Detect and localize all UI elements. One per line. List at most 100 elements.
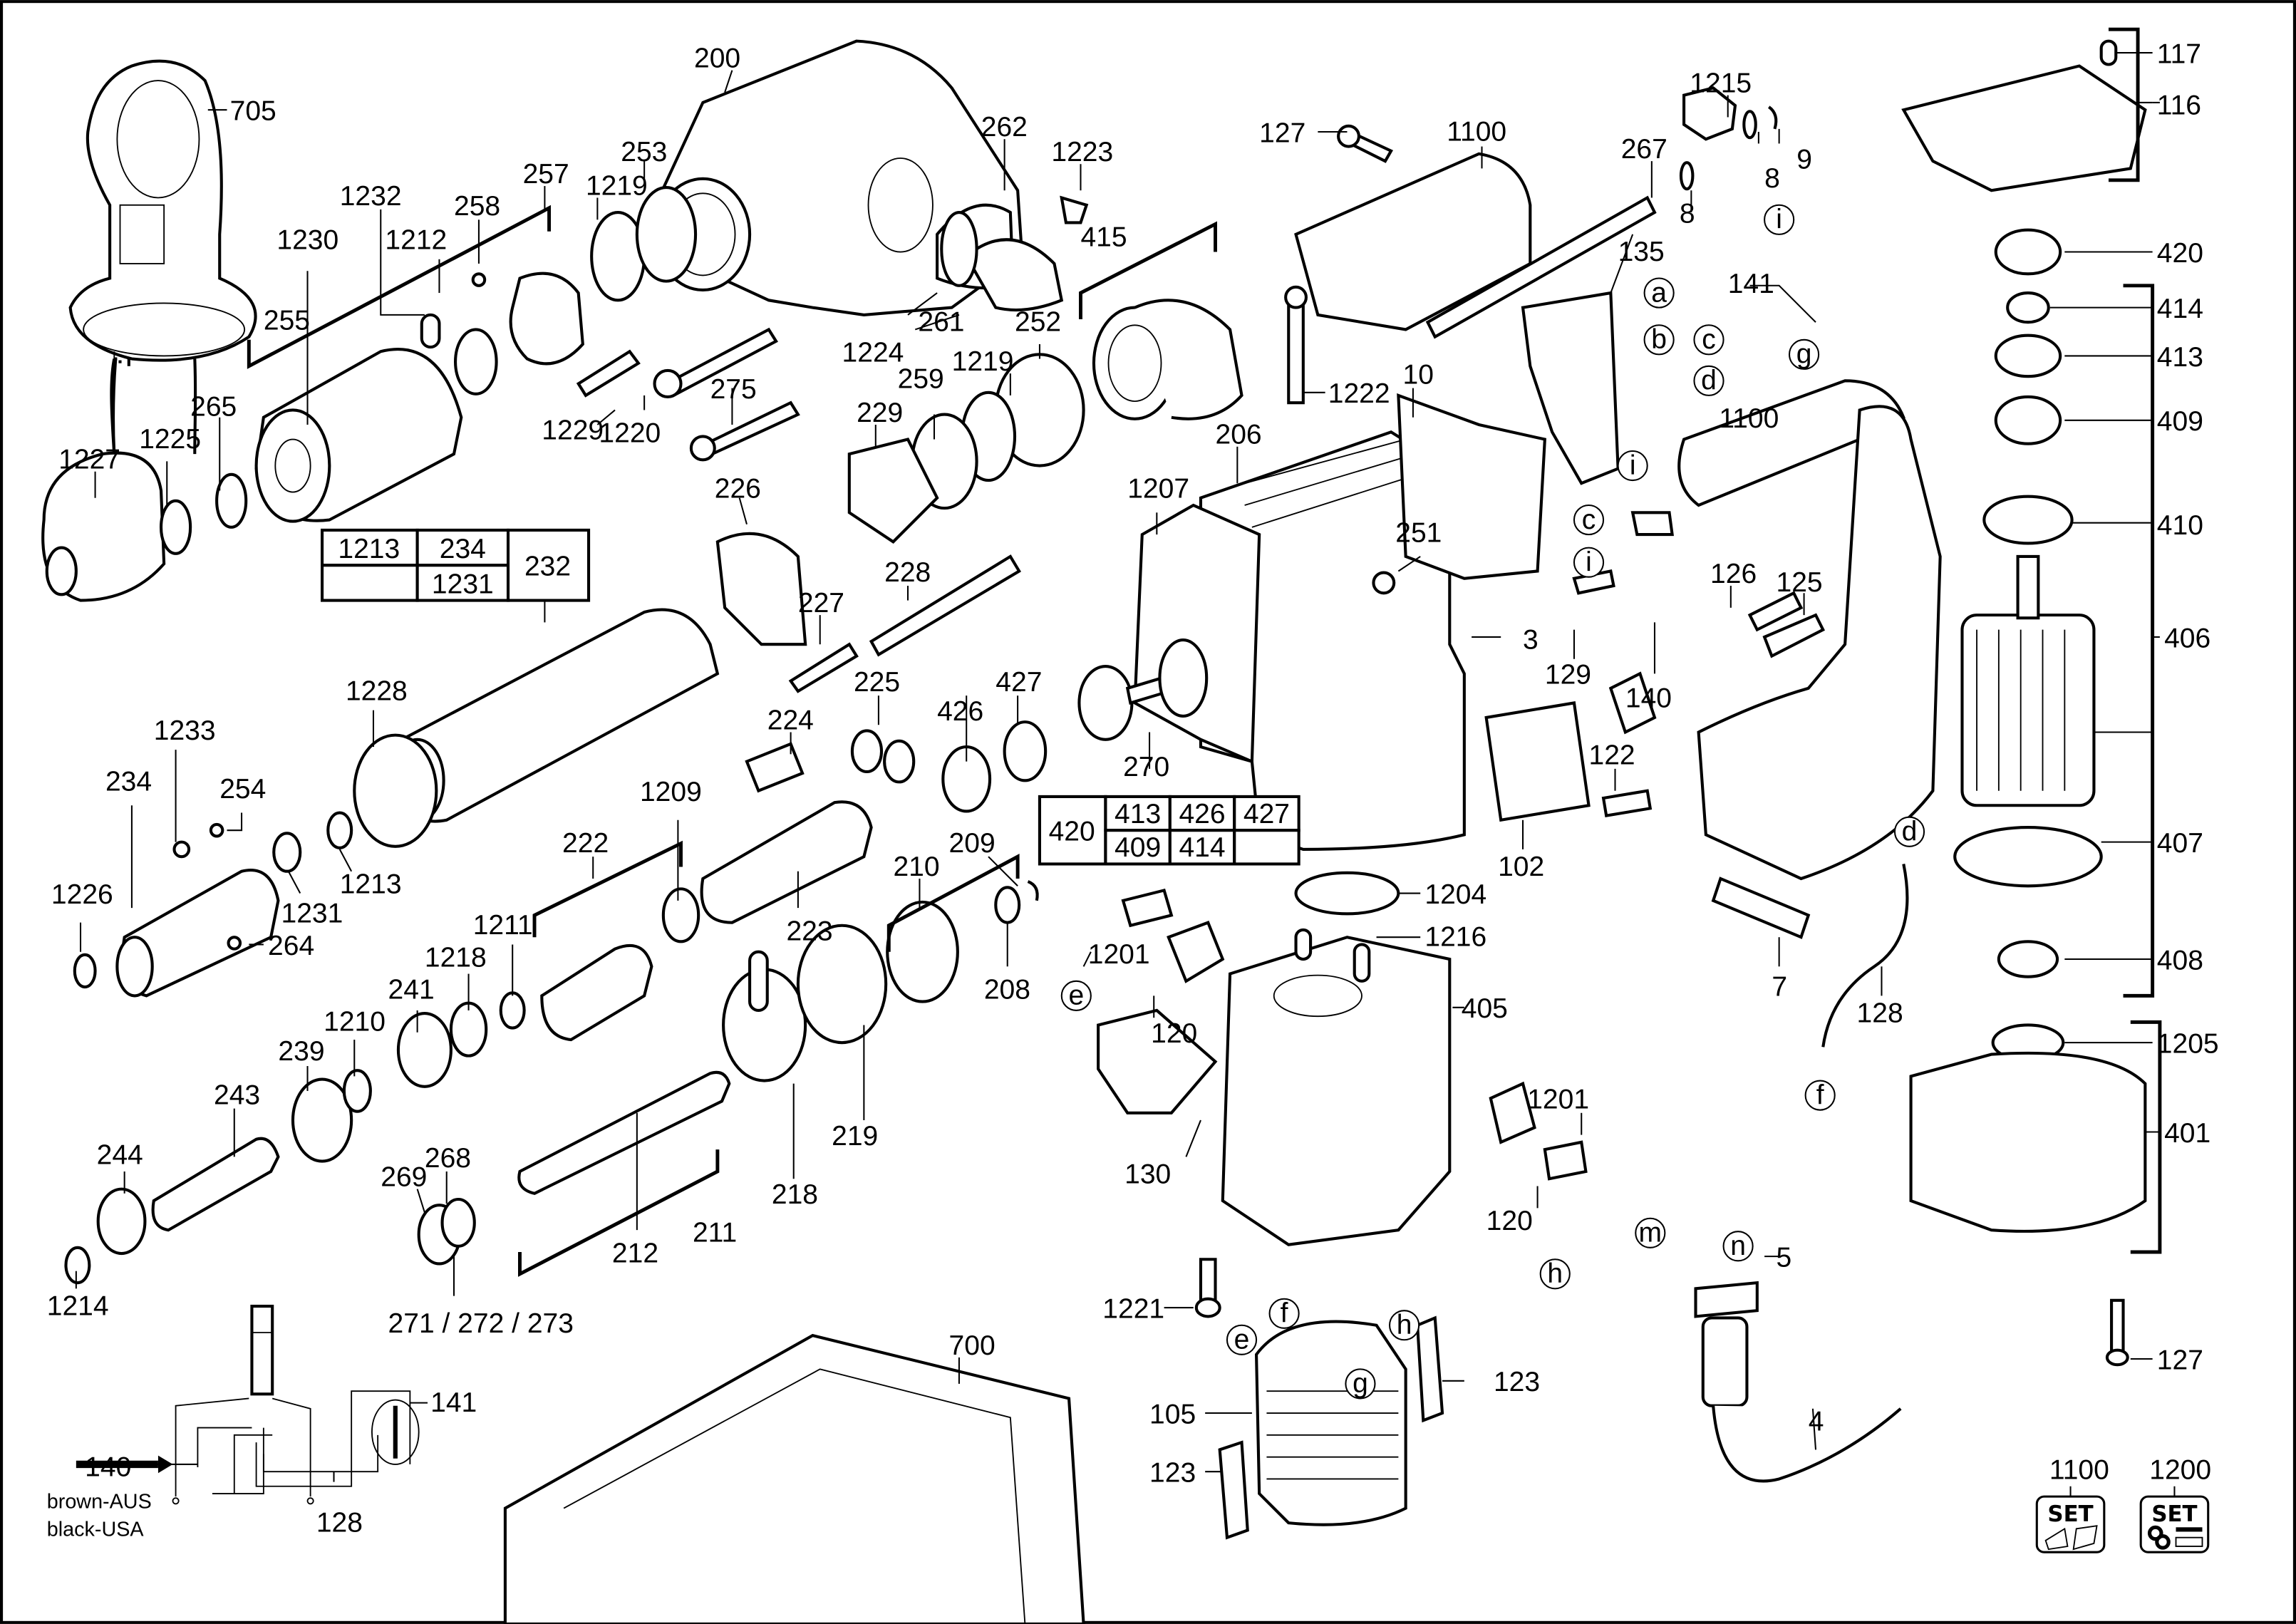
- wiring-note-black-usa: black-USA: [47, 1519, 145, 1541]
- motor-housing-206: [1199, 430, 1466, 851]
- connector-e-left: e: [1060, 981, 1092, 1011]
- callout-219: 219: [832, 1121, 878, 1152]
- kit-232-label: 232: [524, 552, 571, 582]
- svg-text:d: d: [1902, 817, 1918, 847]
- callout-200: 200: [694, 43, 740, 74]
- callout-1100a: 1100: [1447, 116, 1506, 147]
- brush-1201a: [1121, 888, 1174, 928]
- ring-241: [396, 1011, 453, 1088]
- ring-1226: [73, 953, 97, 989]
- connector-i-low: i: [1573, 547, 1605, 578]
- set-1200-number: 1200: [2149, 1454, 2211, 1485]
- screw-1223: [1060, 195, 1089, 224]
- svg-text:e: e: [1234, 1325, 1250, 1355]
- piston-222: [540, 944, 653, 1042]
- svg-text:i: i: [1630, 450, 1636, 481]
- callout-268: 268: [425, 1143, 471, 1174]
- motor-cap-401: [1909, 1051, 2147, 1233]
- set-badge-1200: 1200 SET: [2139, 1454, 2211, 1553]
- lever-226: [715, 532, 807, 646]
- ring-1225: [159, 499, 192, 555]
- callout-1231: 1231: [281, 899, 343, 929]
- callout-1221: 1221: [1102, 1293, 1164, 1324]
- callout-105: 105: [1149, 1399, 1196, 1429]
- bracket-210: [886, 854, 1020, 952]
- callout-1207: 1207: [1127, 474, 1189, 505]
- callout-427: 427: [996, 667, 1042, 698]
- clip-9: [1767, 105, 1778, 130]
- callout-135: 135: [1618, 237, 1665, 267]
- leader-lines: [75, 52, 2160, 1473]
- block-1215: [1682, 86, 1737, 141]
- bracket-406: [2123, 284, 2155, 998]
- callout-120a: 120: [1151, 1018, 1197, 1049]
- callout-241: 241: [388, 974, 435, 1005]
- callout-7: 7: [1772, 971, 1787, 1002]
- connector-h-coil: h: [1389, 1310, 1420, 1341]
- oring-1228: [353, 733, 438, 848]
- svg-text:b: b: [1651, 324, 1667, 355]
- spring-227: [788, 642, 859, 693]
- callout-408: 408: [2157, 945, 2203, 976]
- lead-128: [1821, 864, 1909, 1048]
- ball-258: [471, 272, 487, 287]
- ring-225a: [850, 729, 884, 774]
- screw-1222: [1287, 299, 1305, 405]
- callout-1222: 1222: [1328, 378, 1390, 409]
- svg-text:c: c: [1582, 505, 1596, 535]
- callout-234: 234: [105, 767, 152, 797]
- callout-410: 410: [2157, 510, 2203, 541]
- plate-229: [847, 438, 939, 544]
- callout-1220: 1220: [599, 418, 661, 449]
- carry-case-700: [503, 1333, 1085, 1624]
- callout-206: 206: [1216, 420, 1262, 450]
- callout-208: 208: [984, 974, 1030, 1005]
- callout-257: 257: [523, 159, 569, 190]
- callout-251: 251: [1395, 517, 1442, 548]
- callout-275: 275: [710, 374, 757, 405]
- callout-413: 413: [2157, 342, 2203, 373]
- callout-1233: 1233: [154, 715, 216, 746]
- wiring-label-140: 140: [85, 1452, 131, 1482]
- shaft-267: [1425, 195, 1657, 339]
- callout-262: 262: [981, 112, 1028, 143]
- svg-text:n: n: [1730, 1231, 1746, 1261]
- callout-243: 243: [214, 1080, 260, 1110]
- kit-232-cell-1213: 1213: [338, 534, 400, 564]
- plate-102: [1484, 701, 1591, 822]
- callout-211: 211: [693, 1218, 737, 1248]
- callout-1210: 1210: [324, 1007, 386, 1038]
- striker-234: [115, 869, 280, 998]
- callout-209: 209: [949, 828, 996, 859]
- connector-f-coil: f: [1268, 1298, 1300, 1329]
- callout-420: 420: [2157, 238, 2203, 269]
- callout-1219b: 1219: [952, 346, 1014, 377]
- callout-258: 258: [454, 191, 500, 222]
- callout-1232: 1232: [340, 181, 402, 212]
- callout-210: 210: [893, 852, 939, 882]
- callout-229: 229: [857, 398, 903, 428]
- callout-126: 126: [1710, 559, 1757, 589]
- kit-420-cell-414: 414: [1179, 832, 1225, 863]
- ring-225b: [883, 739, 916, 784]
- callout-212: 212: [612, 1238, 658, 1268]
- brush-holder-120b: [1489, 1081, 1536, 1144]
- nut-257: [509, 271, 584, 366]
- set-badge-1100: 1100 SET: [2035, 1454, 2109, 1553]
- connector-c-top: c: [1693, 324, 1724, 356]
- callout-409: 409: [2157, 406, 2203, 437]
- connector-m: m: [1635, 1218, 1666, 1248]
- wiring-note-brown-aus: brown-AUS: [47, 1491, 152, 1514]
- callout-267: 267: [1621, 134, 1667, 165]
- svg-text:c: c: [1702, 324, 1716, 355]
- callout-705: 705: [230, 96, 276, 127]
- screws-washers-icon: [2147, 1525, 2203, 1550]
- bearing-408: [1997, 940, 2059, 978]
- spacer-123b: [1218, 1440, 1249, 1540]
- cable-clamp-125: [1762, 613, 1826, 658]
- bearing-414: [2006, 291, 2050, 324]
- fan-410: [1982, 495, 2074, 545]
- svg-text:f: f: [1816, 1080, 1824, 1110]
- housing-halves-icon: [2044, 1525, 2098, 1551]
- connector-g-coil: g: [1345, 1368, 1376, 1400]
